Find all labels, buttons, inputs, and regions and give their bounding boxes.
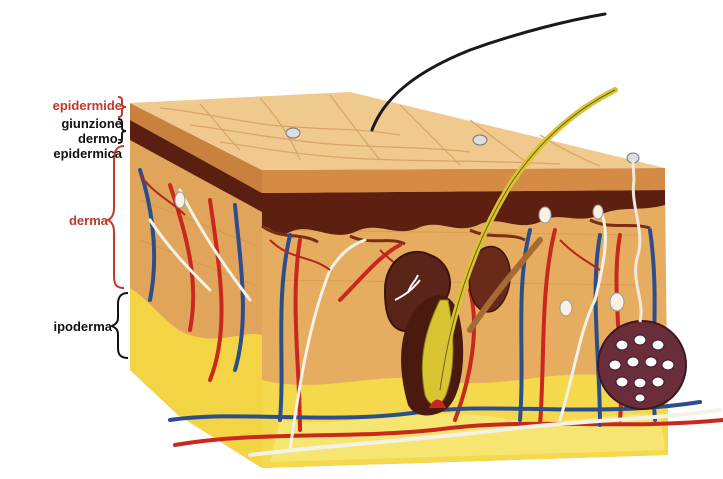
label-derma: derma <box>4 213 108 228</box>
sweat-pore <box>286 128 300 138</box>
bracket-derma <box>108 146 124 288</box>
label-giunzione-line-2: dermo- <box>4 131 122 146</box>
label-giunzione-line-1: giunzione <box>4 116 122 131</box>
label-ipoderma-text: ipoderma <box>4 319 112 334</box>
label-epidermide: epidermide <box>4 98 122 113</box>
sweat-pore <box>473 135 487 145</box>
epidermis-front-side <box>262 168 665 193</box>
label-derma-text: derma <box>4 213 108 228</box>
receptor <box>539 207 551 223</box>
receptor <box>175 192 185 208</box>
receptor <box>560 300 572 316</box>
label-ipoderma: ipoderma <box>4 319 112 334</box>
label-epidermide-text: epidermide <box>4 98 122 113</box>
label-giunzione-line-3: epidermica <box>4 146 122 161</box>
receptor <box>593 205 603 219</box>
receptor <box>610 293 624 311</box>
bracket-ipoderma <box>112 293 128 358</box>
label-giunzione-dermo-epidermica: giunzione dermo- epidermica <box>4 116 122 161</box>
